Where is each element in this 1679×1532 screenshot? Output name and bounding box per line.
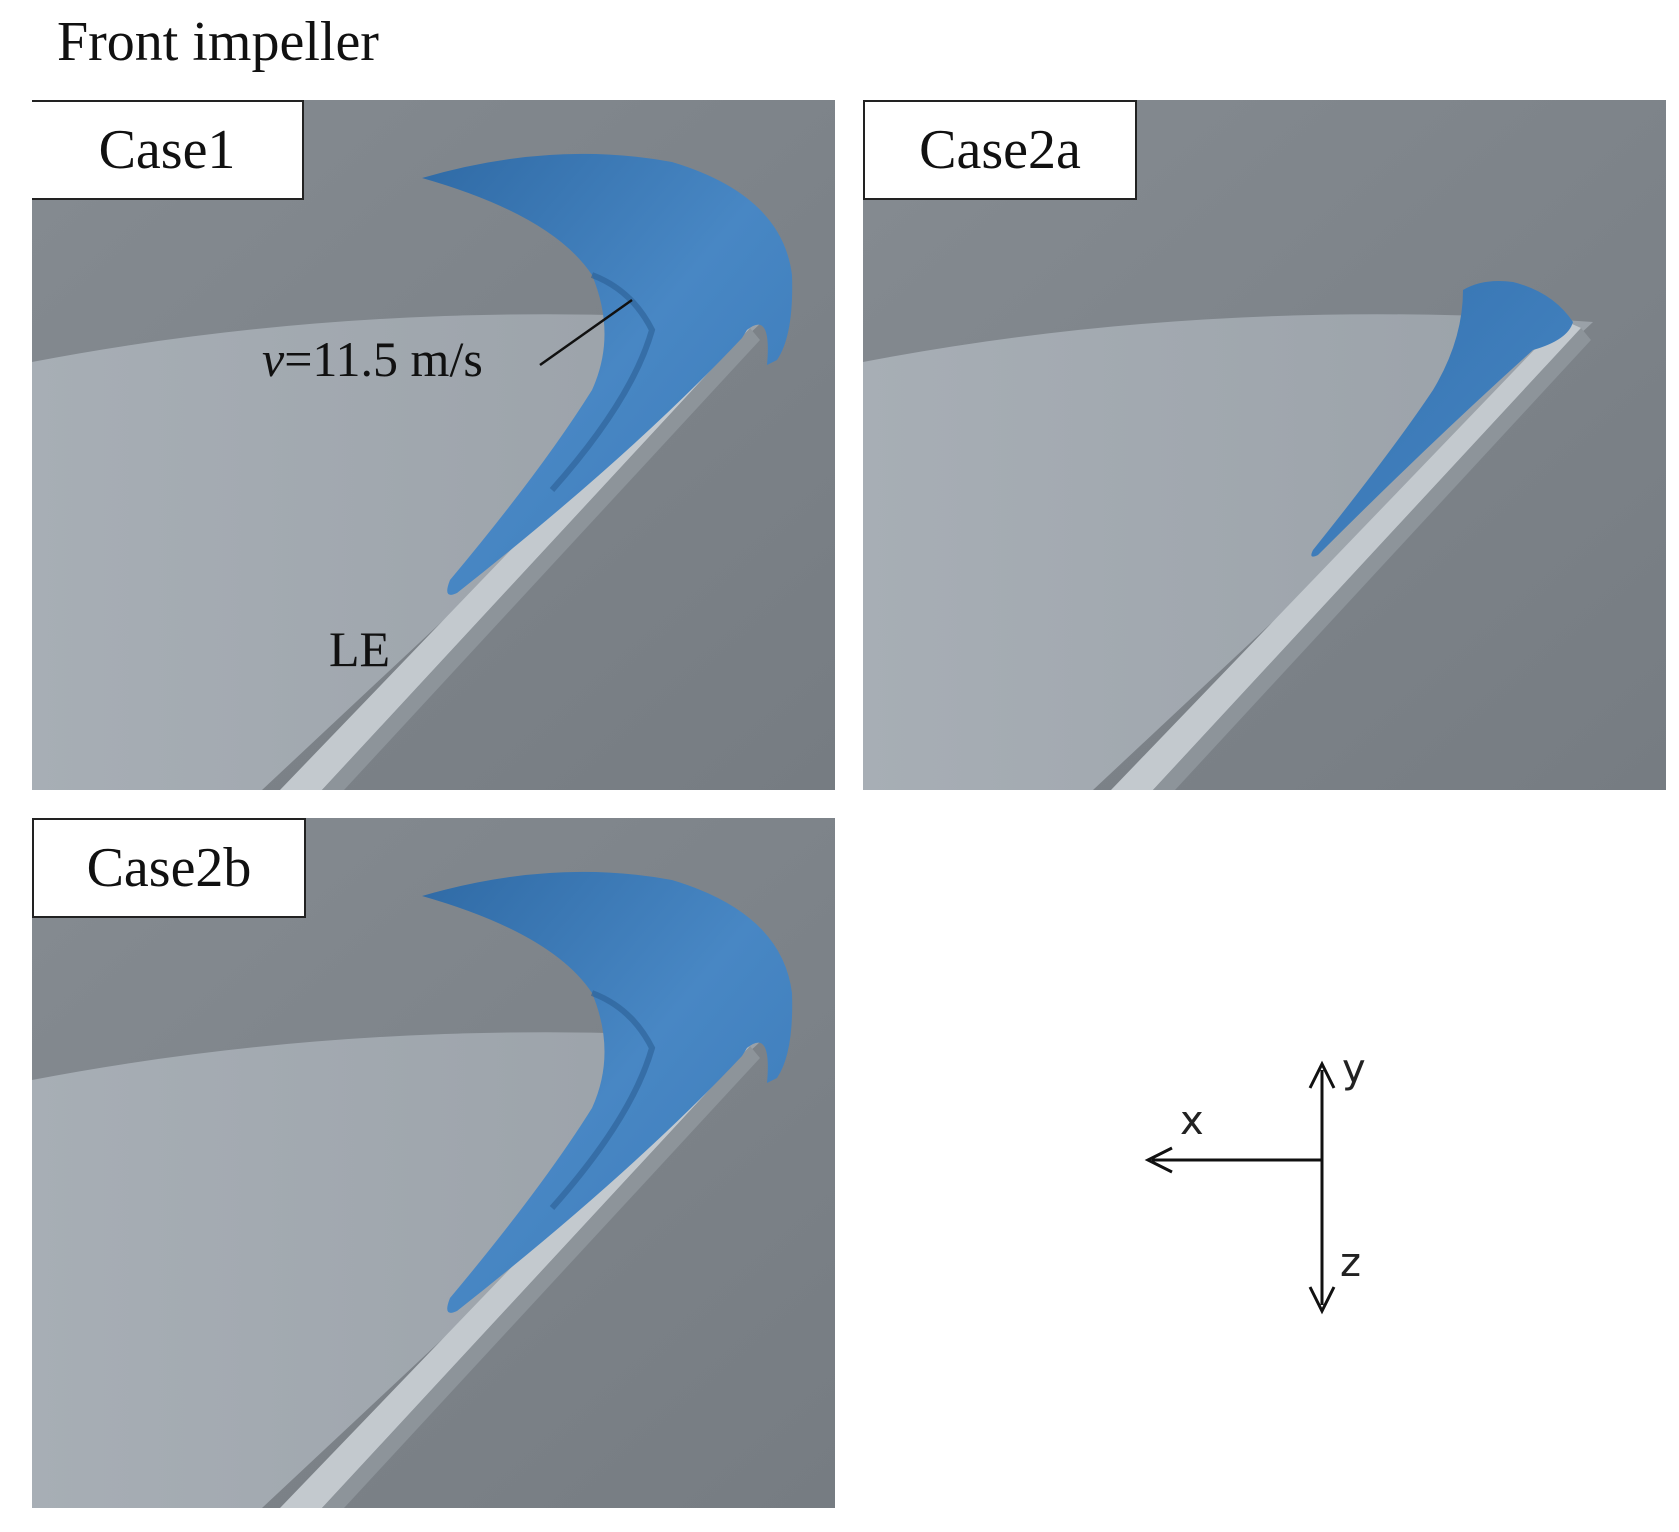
x-arrow-head [1144, 1146, 1173, 1174]
isosurface-annotation: v=11.5 m/s [262, 330, 483, 388]
isosurface-value: =11.5 m/s [284, 331, 483, 387]
vortex-shading [549, 990, 656, 1210]
leading-edge-shadow [1153, 328, 1591, 790]
leading-edge-shadow [322, 328, 760, 790]
case-label: Case2a [863, 100, 1137, 200]
panel-case2b: Case2b [32, 818, 835, 1508]
coordinate-axes: x y z [1130, 1046, 1390, 1330]
leading-edge-rim [1111, 320, 1581, 790]
panel-case2a: Case2a [863, 100, 1666, 790]
figure-title: Front impeller [57, 11, 379, 73]
case1-scene [32, 100, 835, 790]
axes-arrows [1144, 1060, 1336, 1315]
vortex-isosurface [1311, 281, 1573, 557]
case-label: Case1 [32, 100, 304, 200]
isosurface-leader-line [539, 298, 633, 367]
case-label: Case2b [32, 818, 306, 918]
leading-edge-label: LE [329, 621, 391, 677]
panel-case1: Case1 v=11.5 m/s LE [32, 100, 835, 790]
y-axis-label: y [1342, 1046, 1366, 1092]
case2a-scene [863, 100, 1666, 790]
isosurface-variable: v [262, 331, 285, 387]
z-axis-label: z [1340, 1240, 1361, 1286]
vortex-shading [549, 272, 656, 492]
leading-edge-shadow [322, 1046, 760, 1508]
vortex-isosurface [422, 871, 793, 1313]
x-axis-label: x [1180, 1098, 1204, 1144]
vortex-isosurface [422, 153, 793, 595]
z-arrow-head [1308, 1286, 1336, 1315]
case2b-scene [32, 818, 835, 1508]
y-arrow-head [1308, 1060, 1336, 1089]
